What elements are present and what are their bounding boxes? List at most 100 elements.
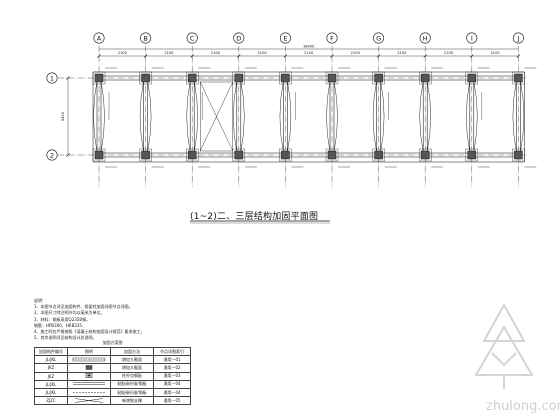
legend-symbol: [67, 379, 111, 389]
legend-row: JKZ 柱外包钢板 通用—03: [34, 371, 191, 381]
column: [141, 73, 150, 83]
legend-row: JL/JKL 粘贴碳纤维/钢板 通用—04: [34, 379, 191, 389]
column: [420, 73, 430, 83]
axis-bubble-label: D: [236, 34, 241, 42]
dimension-tick: [330, 54, 334, 58]
dimension-tick: [190, 54, 194, 58]
bay-dimension: 2100: [118, 51, 128, 55]
legend-method: 粘贴碳纤维/钢板: [110, 387, 154, 398]
column-jacket: [92, 148, 106, 162]
legend-member: JKZ: [34, 363, 68, 373]
reinforcement-curve: [372, 80, 377, 153]
column: [281, 150, 290, 160]
legend-header: 加固方法: [110, 346, 154, 357]
reinforcement-curve: [419, 80, 424, 153]
note-line: 5、其余说明详见结构设计总说明。: [34, 335, 97, 341]
column-jacket: [186, 71, 199, 85]
legend-row: JKZ 增加大截面 通用—02: [34, 363, 191, 373]
note-line: 1、本图节点详见加固构件、框架柱加固详图节点详图。: [34, 304, 133, 310]
note-line: 3、材料：钢板采用Q235B钢，: [34, 316, 91, 322]
dimension-tick: [97, 54, 101, 58]
legend-member: ZJZC: [34, 396, 68, 406]
axis-bubble: [46, 72, 58, 84]
reinforcement-curve: [240, 80, 245, 153]
column: [514, 150, 523, 160]
reinforcement-curve: [139, 80, 144, 153]
column-jacket: [186, 148, 199, 162]
column-jacket: [465, 71, 478, 85]
column: [374, 73, 383, 83]
axis-bubble: [512, 32, 524, 44]
axis-bubble: [93, 32, 105, 44]
bay-dimension: 2100: [211, 51, 221, 55]
legend-method: 增加大截面: [110, 363, 154, 373]
column-jacket: [279, 71, 292, 85]
legend-symbol: [67, 387, 111, 398]
dimension-tick: [66, 153, 70, 157]
axis-bubble-label: B: [143, 34, 147, 42]
legend-symbol: [67, 363, 111, 373]
reinforcement-curve: [193, 80, 198, 153]
legend-member: JL/JKL: [34, 387, 68, 398]
note-line: 钢筋：HPB300、HRB335、: [34, 322, 86, 328]
reinforcement-curve: [186, 80, 191, 153]
axis-bubble-label: E: [283, 34, 287, 42]
dimension-tick: [470, 54, 474, 58]
axis-bubble: [279, 32, 291, 44]
legend-method: 柱外包钢板: [110, 371, 154, 381]
legend-row: JL/JKL 增加大截面 通用—01: [34, 355, 191, 365]
legend-symbol: [67, 371, 111, 381]
column-jacket: [92, 71, 106, 85]
reinforcement-curve: [473, 80, 478, 153]
column-jacket: [139, 71, 152, 85]
column: [327, 150, 337, 160]
axis-bubble-label: G: [376, 34, 381, 42]
column: [234, 150, 244, 160]
reinforcement-curve: [426, 80, 431, 153]
column: [234, 73, 244, 83]
legend-member: JL/JKL: [34, 355, 68, 365]
column: [187, 73, 197, 83]
legend-method: 粘贴碳纤维/钢板: [110, 379, 154, 389]
axis-bubble: [46, 149, 58, 161]
dimension-tick: [516, 54, 521, 58]
axis-bubble: [326, 32, 338, 44]
legend-detail: 通用—04: [153, 379, 191, 389]
axis-bubble-label: H: [423, 34, 428, 42]
reinforcement-curve: [147, 80, 152, 153]
legend-table: 加固方案图 加固构件编号 图例 加固方法 节点详图索引 JL/JKL 增加大截面…: [34, 339, 191, 406]
column-jacket: [325, 148, 339, 162]
column-jacket: [419, 71, 432, 85]
legend-header-row: 加固构件编号 图例 加固方法 节点详图索引: [34, 346, 191, 357]
notes-heading: 说明:: [34, 298, 44, 303]
reinforcement-curve: [93, 80, 98, 153]
axis-bubble-label: J: [516, 34, 519, 42]
column-jacket: [325, 71, 339, 85]
column-jacket: [512, 71, 525, 85]
column-jacket: [372, 71, 385, 85]
legend-row: JL/JKL 粘贴碳纤维/钢板 通用—04: [34, 387, 191, 398]
column: [420, 150, 430, 160]
reinforcement-curve: [466, 80, 471, 153]
axis-bubble-label: C: [190, 34, 195, 42]
column-jacket: [372, 148, 385, 162]
zhulong-logo-watermark: [474, 302, 534, 389]
dimension-tick: [423, 54, 427, 58]
legend-header: 加固构件编号: [34, 346, 68, 357]
legend-method: 增加大截面: [110, 355, 154, 365]
note-line: 4、施工时应严格按照《混凝土结构加固设计规范》要求施工。: [34, 328, 145, 334]
axis-bubble-label: I: [471, 34, 473, 42]
reinforcement-curve: [380, 80, 385, 153]
bay-dimension: 2100: [258, 51, 268, 55]
legend-method: 新增钢支撑: [110, 396, 154, 406]
column: [94, 73, 104, 83]
legend-header: 节点详图索引: [153, 346, 191, 357]
dimension-tick: [376, 54, 381, 58]
bay-dimension: 2100: [444, 51, 454, 55]
legend-detail: 通用—01: [153, 355, 191, 365]
axis-bubble: [419, 32, 431, 44]
dimension-tick: [143, 54, 148, 58]
column: [514, 73, 523, 83]
stair-opening: [199, 81, 233, 152]
